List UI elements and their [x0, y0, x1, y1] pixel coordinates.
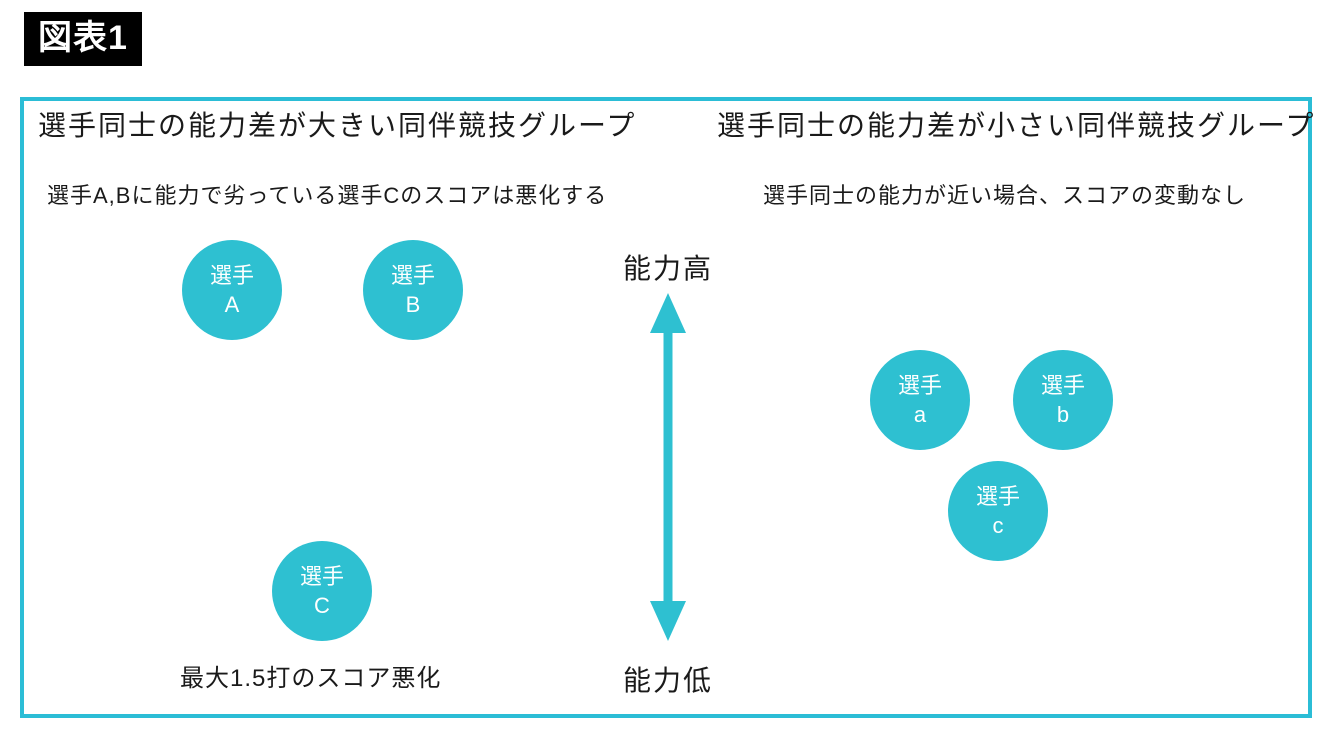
player-id: A — [224, 292, 240, 317]
ability-low-label: 能力低 — [622, 665, 714, 696]
player-circle-A: 選手 A — [182, 240, 282, 340]
ability-axis-double-arrow-icon — [650, 293, 686, 641]
figure-number-label: 図表1 — [24, 12, 142, 66]
right-panel-subtitle: 選手同士の能力が近い場合、スコアの変動なし — [763, 183, 1247, 208]
player-name: 選手 — [975, 484, 1020, 509]
left-panel-subtitle: 選手A,Bに能力で劣っている選手Cのスコアは悪化する — [47, 183, 608, 208]
left-panel-footnote: 最大1.5打のスコア悪化 — [180, 665, 442, 692]
player-id: B — [405, 292, 421, 317]
player-id: c — [992, 513, 1004, 538]
ability-high-label: 能力高 — [622, 253, 714, 284]
player-id: b — [1056, 402, 1070, 427]
player-name: 選手 — [1040, 373, 1085, 398]
left-panel-title: 選手同士の能力差が大きい同伴競技グループ — [38, 110, 637, 141]
diagram-frame: 選手同士の能力差が大きい同伴競技グループ 選手A,Bに能力で劣っている選手Cのス… — [20, 97, 1316, 718]
player-id: C — [314, 593, 330, 618]
player-circle-c: 選手 c — [948, 461, 1048, 561]
player-circle-b: 選手 b — [1013, 350, 1113, 450]
player-name: 選手 — [390, 263, 435, 288]
right-panel-title: 選手同士の能力差が小さい同伴競技グループ — [717, 110, 1316, 141]
player-name: 選手 — [299, 564, 344, 589]
player-circle-B: 選手 B — [363, 240, 463, 340]
player-name: 選手 — [897, 373, 942, 398]
player-id: a — [913, 402, 927, 427]
player-name: 選手 — [209, 263, 254, 288]
player-circle-C: 選手 C — [272, 541, 372, 641]
player-circle-a: 選手 a — [870, 350, 970, 450]
